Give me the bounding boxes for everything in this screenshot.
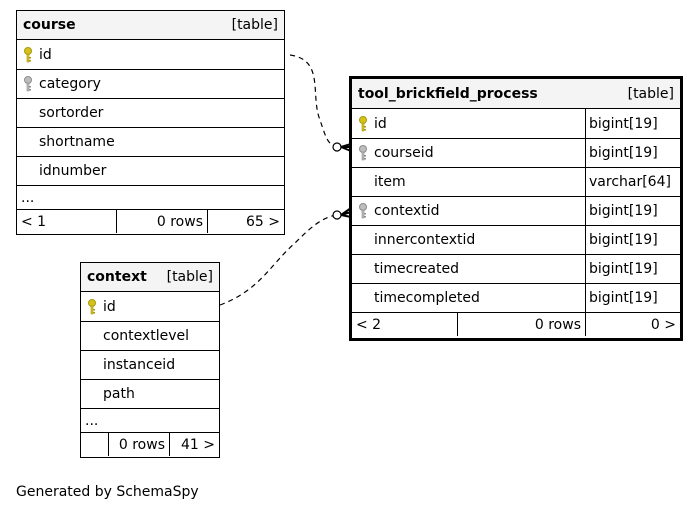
relation-course-id-to-courseid: [289, 54, 338, 148]
relation-context-id-to-contextid: [219, 214, 338, 306]
column-row-courseid[interactable]: courseid bigint[19]: [352, 139, 680, 168]
parent-count[interactable]: < 2: [352, 313, 458, 336]
column-name: id: [39, 46, 52, 63]
column-row-instanceid[interactable]: instanceid: [81, 351, 219, 380]
table-name: course: [23, 17, 76, 33]
column-row-timecompleted[interactable]: timecompleted bigint[19]: [352, 284, 680, 313]
table-kind: [table]: [231, 17, 278, 33]
table-footer: < 2 0 rows 0 >: [352, 313, 680, 336]
column-row-path[interactable]: path: [81, 380, 219, 409]
primary-key-icon: [81, 292, 103, 321]
more-columns-ellipsis[interactable]: ...: [81, 409, 219, 433]
row-count: 0 rows: [458, 313, 586, 336]
column-row-idnumber[interactable]: idnumber: [17, 157, 284, 186]
column-name: shortname: [39, 134, 115, 150]
child-count[interactable]: 65 >: [246, 213, 280, 230]
column-type: bigint[19]: [585, 255, 680, 283]
table-tool-brickfield-process[interactable]: tool_brickfield_process [table] id bigin…: [349, 76, 683, 341]
crowfoot-optional-marker: [332, 142, 342, 152]
table-footer: 0 rows 41 >: [81, 433, 219, 456]
table-header[interactable]: course [table]: [17, 11, 284, 40]
column-row-shortname[interactable]: shortname: [17, 128, 284, 157]
primary-key-icon: [352, 109, 374, 138]
column-row-innercontextid[interactable]: innercontextid bigint[19]: [352, 226, 680, 255]
table-context[interactable]: context [table] id contextlevel instance…: [80, 262, 220, 458]
table-name: tool_brickfield_process: [358, 85, 538, 102]
table-footer: < 1 0 rows 65 >: [17, 210, 284, 233]
generated-by-label: Generated by SchemaSpy: [16, 484, 199, 500]
parent-count: [81, 433, 109, 456]
table-header[interactable]: context [table]: [81, 263, 219, 292]
column-row-id[interactable]: id bigint[19]: [352, 109, 680, 139]
column-type: varchar[64]: [585, 168, 680, 196]
more-columns-ellipsis[interactable]: ...: [17, 186, 284, 210]
column-name: item: [374, 174, 406, 190]
row-count: 0 rows: [109, 433, 170, 456]
table-name: context: [87, 269, 147, 285]
column-row-category[interactable]: category: [17, 70, 284, 99]
column-name: path: [103, 386, 135, 402]
parent-count[interactable]: < 1: [17, 210, 117, 233]
column-name: innercontextid: [374, 232, 476, 248]
column-name: contextid: [374, 203, 440, 219]
table-header[interactable]: tool_brickfield_process [table]: [352, 79, 680, 109]
table-kind: [table]: [166, 269, 213, 285]
column-name: courseid: [374, 145, 434, 161]
column-type: bigint[19]: [585, 226, 680, 254]
column-name: idnumber: [39, 163, 107, 179]
column-type: bigint[19]: [585, 139, 680, 167]
column-name: instanceid: [103, 357, 176, 373]
column-type: bigint[19]: [585, 284, 680, 312]
column-row-id[interactable]: id: [17, 40, 284, 70]
column-name: id: [374, 115, 387, 132]
column-type: bigint[19]: [585, 109, 680, 138]
child-count[interactable]: 41 >: [181, 436, 215, 453]
column-type: bigint[19]: [585, 197, 680, 225]
column-row-id[interactable]: id: [81, 292, 219, 322]
column-row-contextid[interactable]: contextid bigint[19]: [352, 197, 680, 226]
column-row-timecreated[interactable]: timecreated bigint[19]: [352, 255, 680, 284]
primary-key-icon: [17, 40, 39, 69]
foreign-key-icon: [352, 197, 374, 225]
table-kind: [table]: [627, 85, 674, 102]
foreign-key-icon: [352, 139, 374, 167]
table-course[interactable]: course [table] id category sortorder sho…: [16, 10, 285, 235]
foreign-key-icon: [17, 70, 39, 98]
column-name: contextlevel: [103, 328, 190, 344]
column-row-item[interactable]: item varchar[64]: [352, 168, 680, 197]
column-name: category: [39, 76, 101, 92]
column-name: id: [103, 298, 116, 315]
column-name: sortorder: [39, 105, 104, 121]
crowfoot-optional-marker: [332, 210, 342, 220]
column-name: timecompleted: [374, 290, 480, 306]
column-row-contextlevel[interactable]: contextlevel: [81, 322, 219, 351]
row-count: 0 rows: [117, 210, 208, 233]
child-count: 0 >: [650, 316, 676, 333]
column-name: timecreated: [374, 261, 459, 277]
column-row-sortorder[interactable]: sortorder: [17, 99, 284, 128]
